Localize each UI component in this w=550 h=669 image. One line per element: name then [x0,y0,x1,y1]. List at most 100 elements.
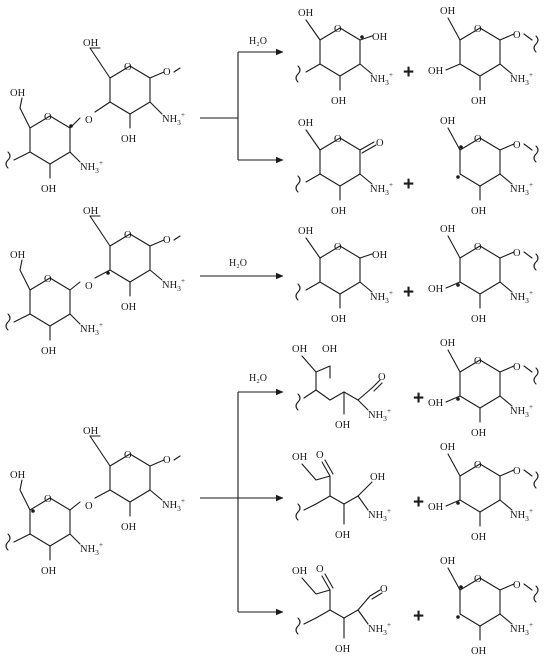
link-oxygen: O [85,115,93,126]
ring-oxygen: O [474,574,482,585]
product-3a: OH OH O NH3+ OH [292,344,391,431]
oh-label: OH [440,338,456,349]
plus-sign: + [403,62,414,83]
oh-label: OH [10,470,26,481]
oh-label: OH [292,344,308,355]
oh-label: OH [10,250,26,261]
amine-label: NH3+ [80,158,103,175]
ketone-oxygen: O [316,564,324,575]
arrow-branch-3: H₂O [200,373,284,616]
product-1d: O OH O NH3+ OH [440,116,539,217]
amine-label: NH3+ [368,506,391,523]
ring-oxygen: O [334,242,342,253]
oh-label: OH [372,32,388,43]
oh-label: OH [331,206,347,217]
oh-label: OH [471,314,487,325]
link-oxygen: O [85,281,93,292]
ring-upper: O OH O NH3+ OH O [83,426,185,533]
glycosidic-oxygen: O [513,30,521,41]
ring-oxygen: O [334,24,342,35]
amine-label: NH3+ [510,620,533,637]
radical-dot [456,175,460,179]
radical-dot [456,615,460,619]
oh-label: OH [83,38,99,49]
product-2b: O OH O NH3+ OH OH [428,224,539,325]
oh-label: OH [121,134,137,145]
oh-label: OH [428,502,444,513]
ring-oxygen: O [474,242,482,253]
oh-label: OH [428,66,444,77]
arrow-branch-1: H₂O [200,36,284,164]
radical-dot [456,501,460,505]
oh-label: OH [41,346,57,357]
radical-dot [31,509,35,513]
oh-label: OH [41,184,57,195]
product-3c: OH O OH NH3+ OH [292,450,391,541]
oh-label: OH [471,646,487,657]
reactant-1: O OH O NH3+ OH O O OH NH3+ OH [5,38,185,195]
oh-label: OH [440,116,456,127]
glycosidic-oxygen: O [163,235,171,246]
carbonyl-oxygen: O [376,138,384,149]
oh-label: OH [471,96,487,107]
glycosidic-oxygen: O [513,466,521,477]
plus-sign: + [403,282,414,303]
oh-label: OH [292,566,308,577]
oh-label: OH [440,556,456,567]
plus-sign: + [403,174,414,195]
amine-label: NH3+ [370,288,393,305]
plus-sign: + [413,388,424,409]
product-3d: O OH O NH3+ OH OH [428,442,539,543]
oh-label: OH [471,206,487,217]
oh-label: OH [298,118,314,129]
plus-sign: + [413,492,424,513]
water-label: H₂O [249,373,267,384]
ring-oxygen: O [334,134,342,145]
plus-sign: + [413,606,424,627]
radical-dot [459,145,463,149]
radical-dot [456,283,460,287]
product-2a: O OH OH NH3+ OH [295,226,393,325]
glycosidic-oxygen: O [513,248,521,259]
oh-label: OH [335,420,351,431]
amine-label: NH3+ [510,70,533,87]
product-3e: OH O O NH3+ OH [292,564,391,655]
glycosidic-oxygen: O [513,580,521,591]
radical-dot [459,585,463,589]
aldehyde-oxygen: O [378,372,386,383]
ring-oxygen: O [474,24,482,35]
oh-label: OH [121,522,137,533]
oh-label: OH [440,6,456,17]
oh-label: OH [41,566,57,577]
glycosidic-oxygen: O [163,67,171,78]
amine-label: NH3+ [162,496,185,513]
oh-label: OH [331,96,347,107]
oh-label: OH [471,428,487,439]
ring-upper: O OH O NH3+ OH O [83,206,185,313]
oh-label: OH [372,250,388,261]
radical-dot [456,397,460,401]
amine-label: NH3+ [80,540,103,557]
oh-label: OH [335,644,351,655]
ring-oxygen: O [44,274,52,285]
ketone-oxygen: O [316,450,324,461]
ring-oxygen: O [124,450,132,461]
product-3f: O OH O NH3+ OH [440,556,539,657]
oh-label: OH [298,8,314,19]
amine-label: NH3+ [510,506,533,523]
ring-oxygen: O [124,230,132,241]
ring-oxygen: O [474,134,482,145]
product-3b: O OH O NH3+ OH OH [428,338,539,439]
oh-label: OH [10,88,26,99]
ring-oxygen: O [124,62,132,73]
oh-label: OH [440,442,456,453]
radical-dot [106,271,110,275]
ring-oxygen: O [474,356,482,367]
amine-label: NH3+ [80,320,103,337]
oh-label: OH [83,206,99,217]
oh-label: OH [83,426,99,437]
arrow-2: H₂O [200,258,284,280]
oh-label: OH [471,532,487,543]
water-label: H₂O [229,258,247,269]
